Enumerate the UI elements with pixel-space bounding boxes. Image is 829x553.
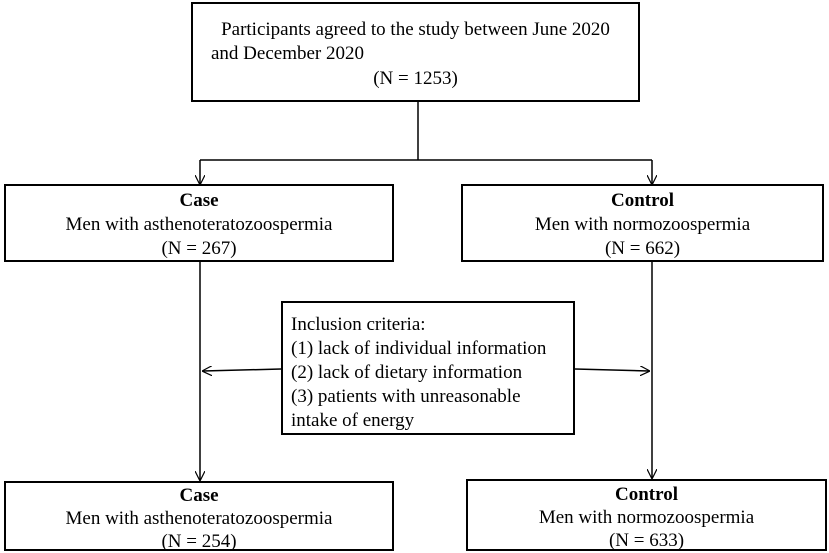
case-bottom-count: (N = 254) (161, 531, 237, 552)
case-bottom-desc: Men with asthenoteratozoospermia (65, 508, 333, 529)
criteria-item: intake of energy (291, 410, 415, 431)
control-bottom-title: Control (615, 484, 678, 505)
control-top-count: (N = 662) (604, 238, 681, 259)
control-bottom-desc: Men with normozoospermia (538, 507, 755, 528)
criteria-heading: Inclusion criteria: (291, 314, 426, 335)
participants-line-1: Participants agreed to the study between… (221, 19, 610, 40)
control-top-title: Control (611, 190, 674, 211)
participants-count: (N = 1253) (373, 68, 458, 89)
control-bottom-box: Control Men with normozoospermia (N = 63… (466, 479, 827, 551)
criteria-item: (1) lack of individual information (291, 338, 547, 359)
arrow-criteria-to-control (574, 369, 649, 371)
control-top-desc: Men with normozoospermia (534, 214, 751, 235)
case-top-title: Case (179, 190, 219, 211)
control-top-box: Control Men with normozoospermia (N = 66… (461, 184, 824, 262)
arrow-criteria-to-case (203, 369, 282, 371)
criteria-box: Inclusion criteria: (1) lack of individu… (281, 301, 575, 435)
case-bottom-title: Case (179, 485, 219, 506)
control-bottom-count: (N = 633) (608, 530, 685, 551)
criteria-item: (2) lack of dietary information (291, 362, 523, 383)
case-bottom-box: Case Men with asthenoteratozoospermia (N… (4, 481, 394, 552)
case-top-desc: Men with asthenoteratozoospermia (65, 214, 333, 235)
criteria-item: (3) patients with unreasonable (291, 386, 521, 407)
case-top-box: Case Men with asthenoteratozoospermia (N… (4, 184, 394, 262)
participants-line-2: and December 2020 (211, 43, 364, 64)
case-top-count: (N = 267) (161, 238, 237, 259)
participants-box: Participants agreed to the study between… (191, 2, 640, 102)
